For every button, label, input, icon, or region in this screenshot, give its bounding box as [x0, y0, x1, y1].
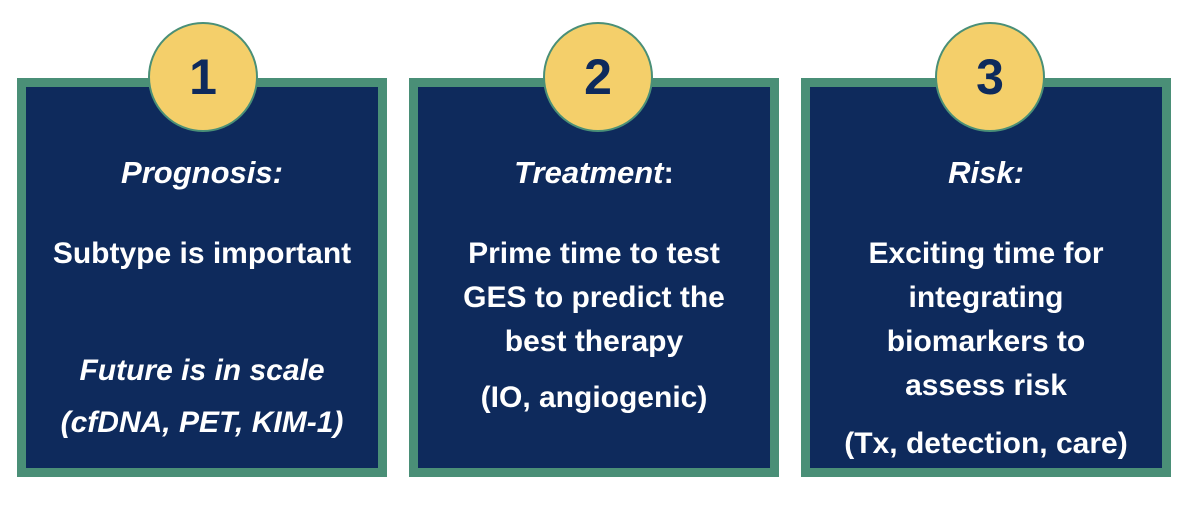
heading-suffix: : — [663, 155, 674, 190]
panel-note-line1: Future is in scale — [79, 354, 325, 387]
heading-text: Prognosis: — [121, 155, 283, 190]
panel-body-line3: biomarkers to — [886, 325, 1086, 358]
panel-risk: Risk: Exciting time for integrating biom… — [801, 78, 1171, 477]
heading-text: Risk: — [948, 155, 1024, 190]
panel-body-line1: Prime time to test — [468, 237, 720, 270]
panel-heading: Prognosis: — [26, 155, 378, 191]
number-badge-1: 1 — [148, 22, 258, 132]
panel-note: (IO, angiogenic) — [480, 381, 708, 414]
panel-body-line2: GES to predict the — [463, 281, 725, 314]
panel-note: (Tx, detection, care) — [844, 427, 1128, 460]
panel-body-line3: best therapy — [504, 325, 684, 358]
panel-note-line2: (cfDNA, PET, KIM-1) — [60, 406, 344, 439]
number-badge-3: 3 — [935, 22, 1045, 132]
panel-prognosis: Prognosis: Subtype is important Future i… — [17, 78, 387, 477]
panel-body-line1: Exciting time for — [868, 237, 1104, 270]
panel-body: Subtype is important — [52, 237, 352, 270]
heading-text: Treatment — [514, 155, 664, 190]
panel-treatment: Treatment: Prime time to test GES to pre… — [409, 78, 779, 477]
panel-body-line4: assess risk — [905, 369, 1067, 402]
panel-body-line2: integrating — [908, 281, 1064, 314]
number-badge-2: 2 — [543, 22, 653, 132]
panel-heading: Treatment: — [418, 155, 770, 191]
panel-heading: Risk: — [810, 155, 1162, 191]
